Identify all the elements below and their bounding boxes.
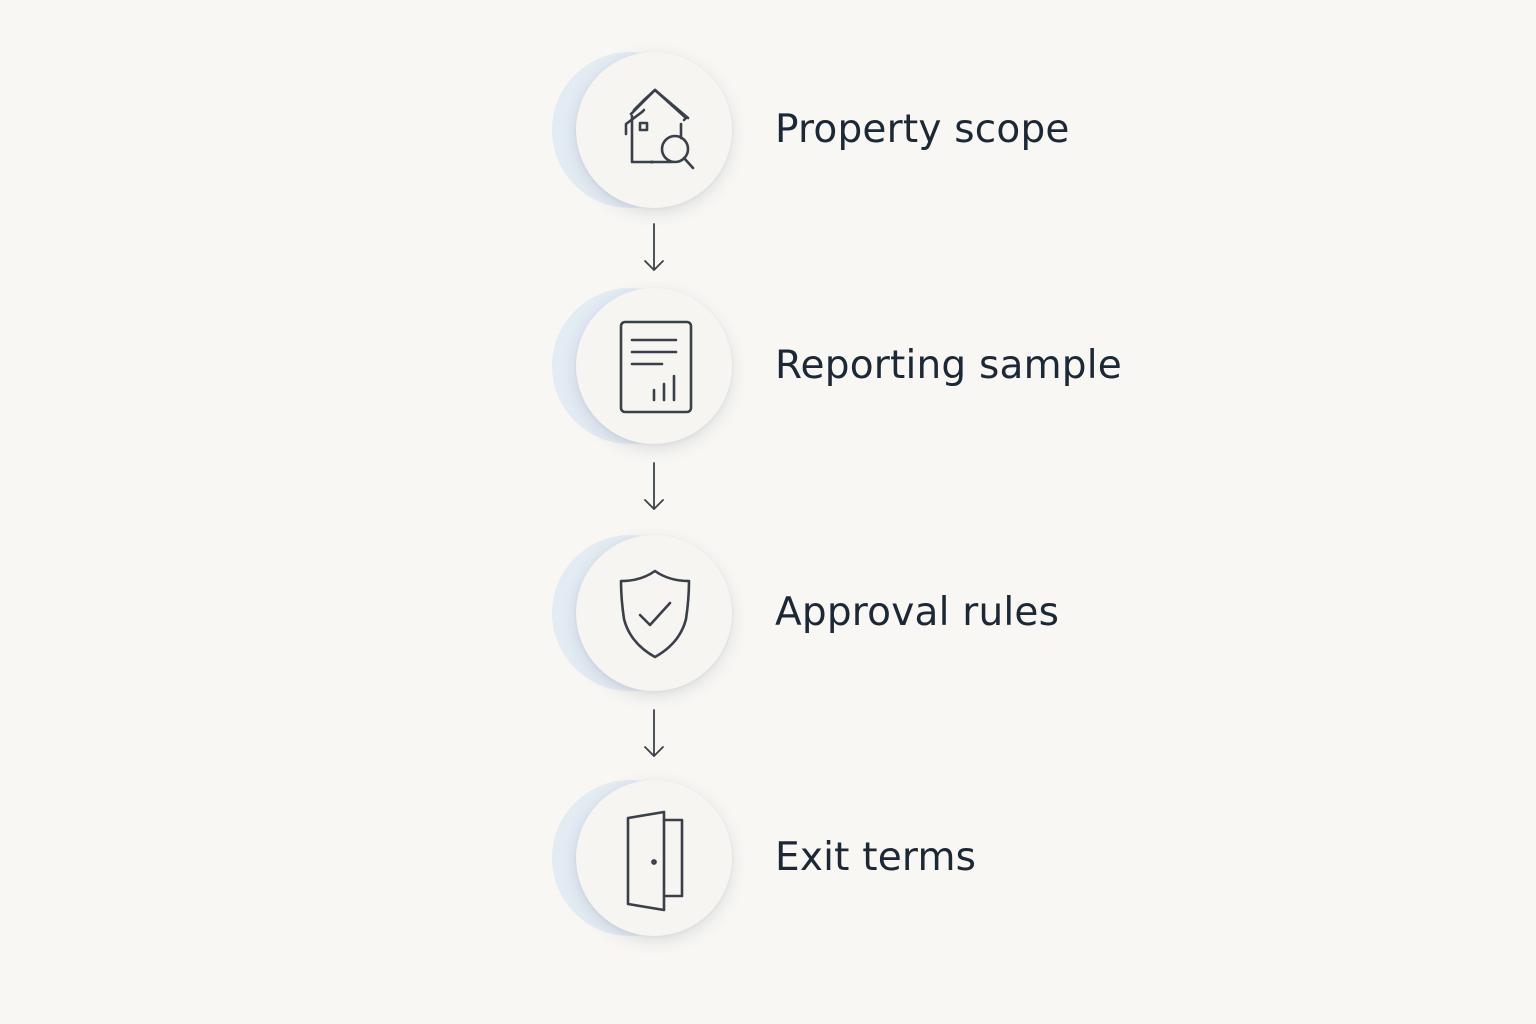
step-label: Reporting sample bbox=[775, 343, 1122, 388]
house-search-icon bbox=[576, 52, 732, 208]
step-label: Approval rules bbox=[775, 590, 1060, 635]
down-arrow-icon bbox=[640, 459, 668, 515]
report-chart-icon bbox=[576, 288, 732, 444]
step-approval-rules: Approval rules bbox=[548, 533, 1188, 693]
step-label: Property scope bbox=[775, 107, 1070, 152]
step-exit-terms: Exit terms bbox=[548, 778, 1188, 938]
down-arrow-icon bbox=[640, 220, 668, 276]
step-badge bbox=[548, 778, 736, 938]
badge-circle bbox=[576, 535, 732, 691]
open-door-icon bbox=[576, 780, 732, 936]
step-badge bbox=[548, 50, 736, 210]
badge-circle bbox=[576, 780, 732, 936]
step-reporting-sample: Reporting sample bbox=[548, 286, 1188, 446]
badge-circle bbox=[576, 288, 732, 444]
down-arrow-icon bbox=[640, 706, 668, 762]
shield-check-icon bbox=[576, 535, 732, 691]
step-badge bbox=[548, 533, 736, 693]
step-badge bbox=[548, 286, 736, 446]
badge-circle bbox=[576, 52, 732, 208]
step-property-scope: Property scope bbox=[548, 50, 1188, 210]
step-label: Exit terms bbox=[775, 835, 977, 880]
